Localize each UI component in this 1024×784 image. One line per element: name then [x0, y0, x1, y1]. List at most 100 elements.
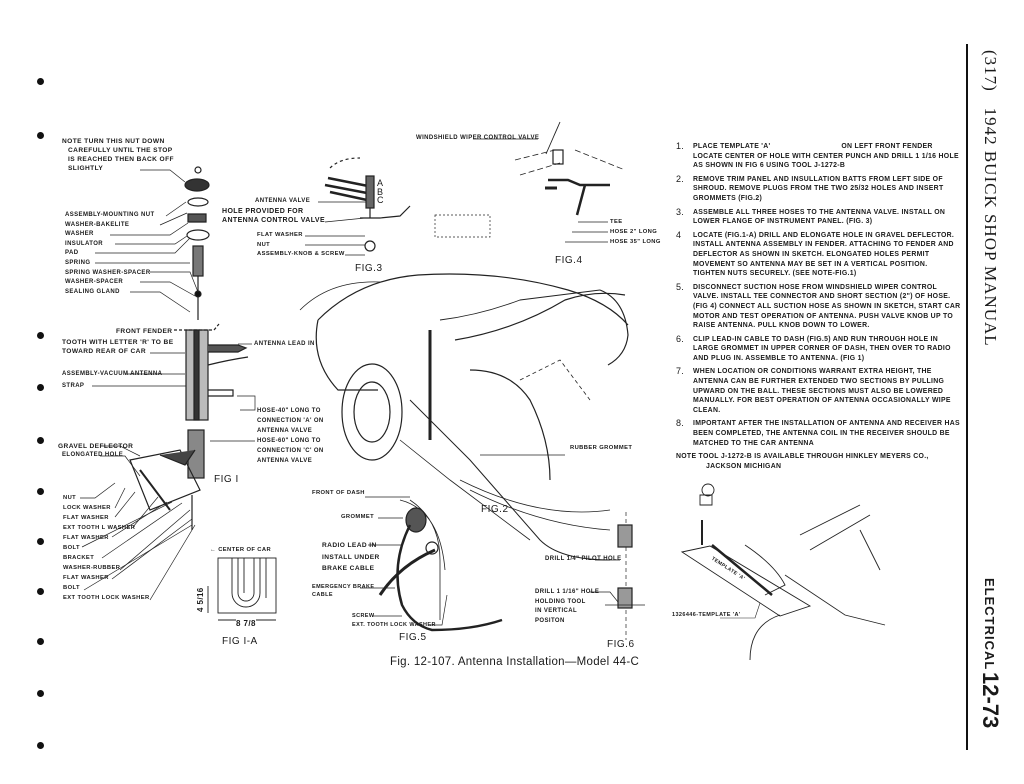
part-label: SPRING WASHER-SPACER [65, 269, 151, 276]
strap-label: STRAP [62, 383, 85, 389]
step-text: LOCATE (FIG.1-A) DRILL AND ELONGATE HOLE… [693, 231, 955, 278]
part-label: NUT [63, 495, 77, 501]
gravel-deflector-label: GRAVEL DEFLECTOR ELONGATED HOLE [58, 442, 133, 460]
instruction-step: 7. WHEN LOCATION OR CONDITIONS WARRANT EX… [676, 367, 961, 415]
fig1-note: NOTE TURN THIS NUT DOWN CAREFULLY UNTIL … [62, 137, 174, 173]
fig3-drawing [305, 157, 411, 256]
tee-label: TEE [610, 219, 623, 225]
hose-line: ANTENNA VALVE [257, 458, 313, 464]
center-of-car-label: ← CENTER OF CAR [210, 547, 272, 553]
binder-hole [37, 488, 44, 495]
drill-line: DRILL 1 1/16" HOLE [535, 589, 600, 595]
hose40-label: HOSE-40" LONG TO CONNECTION 'A' ON ANTEN… [257, 406, 324, 466]
instruction-step: 3.ASSEMBLE ALL THREE HOSES TO THE ANTENN… [676, 207, 961, 227]
binder-hole [37, 384, 44, 391]
part-label: INSULATOR [65, 240, 104, 247]
rubber-grommet-label: RUBBER GROMMET [570, 445, 633, 451]
step-text: IMPORTANT AFTER THE INSTALLATION OF ANTE… [693, 420, 960, 447]
fig2-title: FIG.2 [481, 504, 509, 515]
figure-caption: Fig. 12-107. Antenna Installation—Model … [390, 656, 640, 668]
fig4-parts: TEE HOSE 2" LONG HOSE 35" LONG [610, 218, 661, 247]
fig2-car-drawing [299, 273, 629, 561]
fig4-drawing [434, 121, 626, 243]
part-label: WASHER-BAKELITE [65, 221, 130, 228]
fig1-antenna-drawing [129, 166, 249, 530]
hose-line: HOSE-60" LONG TO [257, 438, 321, 444]
template-label: 1326446-TEMPLATE 'A' [672, 612, 741, 618]
binder-hole [37, 742, 44, 749]
step-text: PLACE TEMPLATE 'A' ON LEFT FRONT FENDER … [693, 143, 961, 170]
step-number: 7. [676, 366, 685, 377]
knob-label: ASSEMBLY-KNOB & SCREW [257, 251, 345, 257]
step-number: 2. [676, 173, 685, 184]
step-text: WHEN LOCATION OR CONDITIONS WARRANT EXTR… [693, 368, 951, 414]
nut-label: NUT [257, 241, 271, 248]
margin-rule [966, 44, 968, 750]
fig3-title: FIG.3 [355, 263, 383, 274]
running-header: (317) 1942 BUICK SHOP MANUAL [980, 50, 1000, 347]
emergency-line: CABLE [312, 592, 333, 598]
part-label: WASHER-RUBBER [63, 565, 121, 571]
emergency-line: EMERGENCY BRAKE [312, 584, 375, 590]
lock-washer-label: EXT. TOOTH LOCK WASHER [352, 622, 436, 628]
binder-hole [37, 588, 44, 595]
note-line: JACKSON MICHIGAN [706, 462, 782, 470]
step-number: 1. [676, 141, 685, 151]
fig1-leader-lines [80, 169, 256, 601]
antenna-valve-label: ANTENNA VALVE [255, 198, 311, 204]
part-label: ASSEMBLY-MOUNTING NUT [65, 212, 155, 218]
page-number: 12-73 [978, 672, 1003, 729]
wiper-valve-label: WINDSHIELD WIPER CONTROL VALVE [416, 135, 540, 141]
page-reference: (317) [981, 50, 1000, 92]
grommet-label: GROMMET [341, 514, 375, 520]
note-line: CAREFULLY UNTIL THE STOP [68, 147, 173, 154]
horizontal-dimension: 8 7/8 [236, 619, 256, 628]
step-number: 6. [676, 333, 685, 344]
instruction-step: 2.REMOVE TRIM PANEL AND INSULLATION BATT… [676, 173, 961, 204]
part-label: EXT TOOTH L WASHER [63, 525, 136, 531]
hole-line: HOLE PROVIDED FOR [222, 208, 304, 215]
part-label: SEALING GLAND [65, 288, 120, 295]
note-line: NOTE TOOL J-1272-B IS AVAILABLE THROUGH … [676, 453, 929, 461]
hole-line: ANTENNA CONTROL VALVE [222, 217, 326, 224]
fig1-title: FIG I [214, 474, 239, 485]
hose2-label: HOSE 2" LONG [610, 228, 658, 235]
connection-b: B [377, 186, 384, 197]
vertical-dimension: 4 5/16 [196, 587, 205, 612]
part-label: WASHER [65, 231, 94, 238]
fig3-parts: FLAT WASHER NUT ASSEMBLY-KNOB & SCREW [257, 231, 345, 260]
part-label: FLAT WASHER [63, 535, 109, 541]
binder-hole [37, 437, 44, 444]
instruction-step: 8. IMPORTANT AFTER THE INSTALLATION OF AN… [676, 419, 961, 448]
hose-line: CONNECTION 'A' ON [257, 418, 324, 424]
vacuum-antenna-label: ASSEMBLY-VACUUM ANTENNA [62, 371, 163, 377]
connection-a: A [377, 178, 384, 188]
template-drawing [680, 483, 886, 661]
step-text: DISCONNECT SUCTION HOSE FROM WINDSHIELD … [693, 283, 961, 330]
emergency-brake-label: EMERGENCY BRAKE CABLE [312, 583, 374, 599]
manual-title: 1942 BUICK SHOP MANUAL [981, 107, 1000, 347]
binder-hole [37, 638, 44, 645]
part-label: SPRING [65, 259, 91, 266]
step-number: 8. [676, 418, 685, 429]
fig4-title: FIG.4 [555, 255, 583, 266]
pilot-hole-label: DRILL 1/4" PILOT HOLE [545, 556, 622, 562]
drill-line: IN VERTICAL [535, 608, 578, 614]
gravel-line: ELONGATED HOLE [62, 452, 124, 458]
hose-line: CONNECTION 'C' ON [257, 448, 324, 454]
fig1a-title: FIG I-A [222, 636, 258, 647]
part-label: EXT TOOTH LOCK WASHER [63, 595, 150, 601]
hose35-label: HOSE 35" LONG [610, 238, 661, 245]
drill-line: HOLDING TOOL [535, 598, 586, 605]
step-text: CLIP LEAD-IN CABLE TO DASH (FIG.5) AND R… [693, 335, 951, 362]
note-line: SLIGHTLY [68, 165, 104, 172]
flat-washer-label: FLAT WASHER [257, 232, 303, 238]
hole-provided-label: HOLE PROVIDED FOR ANTENNA CONTROL VALVE [222, 207, 325, 225]
hose-line: ANTENNA VALVE [257, 428, 313, 434]
install-under-label: INSTALL UNDER [322, 554, 380, 561]
part-label: WASHER-SPACER [65, 279, 124, 286]
step-number: 5. [676, 281, 685, 292]
binder-hole [37, 538, 44, 545]
screw-label: SCREW [352, 613, 375, 619]
